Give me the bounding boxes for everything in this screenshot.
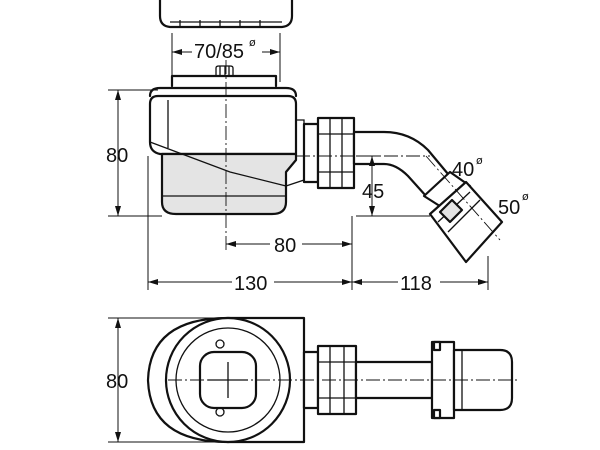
dimension-height-side: 80 — [106, 89, 162, 217]
pipe-nut — [302, 116, 356, 190]
elbow-pipe — [352, 130, 504, 264]
label-drop: 45 — [362, 181, 384, 203]
label-small-pipe-diameter: 40 — [452, 159, 474, 181]
label-pipe-offset: 80 — [274, 235, 296, 257]
diameter-symbol-large-pipe: ø — [522, 190, 529, 203]
diameter-symbol-top: ø — [249, 36, 256, 49]
drain-cover — [158, 0, 294, 29]
dimension-lengths: 130 118 — [147, 156, 489, 295]
top-view: 80 — [106, 316, 520, 444]
drain-body — [148, 86, 305, 216]
dimension-top-diameter: 70/85 ø — [171, 33, 281, 82]
label-body-length: 130 — [234, 273, 267, 295]
top-view-nut — [302, 344, 358, 416]
side-view: 70/85 ø — [106, 0, 529, 295]
flange — [170, 65, 278, 88]
dimension-drop: 45 — [356, 155, 430, 217]
diameter-symbol-small-pipe: ø — [476, 154, 483, 167]
dimension-height-top: 80 — [106, 317, 228, 443]
dimension-pipe-offset: 80 — [226, 216, 353, 290]
label-large-pipe-diameter: 50 — [498, 197, 520, 219]
label-height-side: 80 — [106, 145, 128, 167]
dimension-small-pipe: 40 ø — [452, 154, 483, 181]
label-top-diameter: 70/85 — [194, 41, 244, 63]
label-height-top: 80 — [106, 371, 128, 393]
dimension-large-pipe: 50 ø — [498, 190, 529, 219]
label-pipe-length: 118 — [400, 273, 432, 295]
